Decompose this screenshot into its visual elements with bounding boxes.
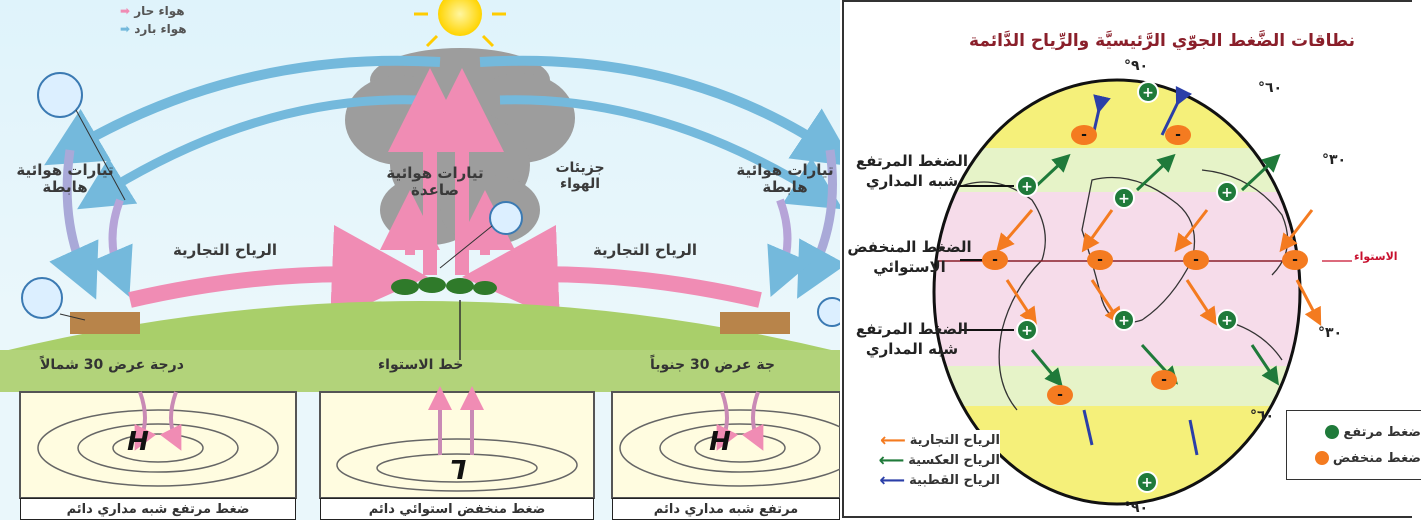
desert-north-icon: [70, 312, 140, 334]
wind-legend-label: الرياح القطبية: [909, 472, 1000, 488]
hot-air-arrow-icon: ➡: [120, 4, 131, 18]
svg-text:-: -: [1057, 387, 1063, 403]
latitude-30-north-label: درجة عرض 30 شمالاً: [40, 357, 184, 373]
wind-legend-item: الرياح التجارية⟵: [850, 429, 1000, 451]
pressure-dot-icon: [1314, 451, 1329, 465]
svg-text:+: +: [1141, 475, 1153, 491]
wind-legend-label: الرياح التجارية: [909, 432, 1000, 448]
latitude-90-north: ٩٠°: [1124, 58, 1149, 74]
pressure-dot-icon: [1325, 425, 1340, 439]
svg-text:+: +: [1142, 85, 1154, 101]
svg-text:+: +: [1021, 179, 1033, 195]
equator-label: خط الاستواء: [378, 357, 464, 373]
latitude-90-south: ٩٠°: [1124, 500, 1149, 516]
desert-south-icon: [720, 312, 790, 334]
svg-text:+: +: [1118, 191, 1130, 207]
latitude-30-south: ٣٠°: [1318, 325, 1343, 341]
air-particles-label: جزيئات الهواء: [555, 160, 605, 193]
wind-legend-item: الرياح العكسية⟵: [850, 449, 1000, 471]
wind-legend-item: الرياح القطبية⟵: [850, 469, 1000, 491]
descending-currents-left-label: تيارات هوائية هابطة: [16, 161, 114, 197]
latitude-60-south: ٦٠°: [1250, 408, 1275, 424]
equator-tag: الاستواء: [1354, 250, 1398, 263]
latitude-30-south-label: جة عرض 30 جنوباً: [650, 357, 775, 373]
svg-text:-: -: [1161, 372, 1167, 388]
svg-text:-: -: [1081, 127, 1087, 143]
svg-text:-: -: [992, 252, 998, 268]
wind-legend-label: الرياح العكسية: [908, 452, 1000, 468]
caption-subtropical-high-north: ضغط مرتفع شبه مداري دائم: [20, 498, 296, 520]
svg-text:-: -: [1193, 252, 1199, 268]
low-pressure-symbol: L: [449, 452, 467, 483]
caption-equatorial-low: ضغط منخفض استوائي دائم: [320, 498, 594, 520]
descending-currents-right-label: تيارات هوائية هابطة: [736, 161, 834, 197]
sun-icon: [414, 0, 506, 48]
pressure-legend: ضغط مرتفع ضغط منخفض: [1286, 410, 1421, 480]
high-pressure-symbol-1: H: [127, 427, 149, 457]
legend-cold-air: هواء بارد ➡: [120, 22, 187, 36]
pressure-legend-label: ضغط مرتفع: [1343, 424, 1421, 440]
latitude-60-north: ٦٠°: [1258, 80, 1283, 96]
trade-winds-left-label: الرياح التجارية: [172, 241, 278, 259]
svg-text:+: +: [1221, 185, 1233, 201]
circulation-drawing: [0, 0, 840, 499]
cold-air-arrow-icon: ➡: [120, 22, 131, 36]
wind-legend: الرياح التجارية⟵الرياح العكسية⟵الرياح ال…: [850, 429, 1000, 491]
svg-text:+: +: [1021, 323, 1033, 339]
high-pressure-symbol-2: H: [709, 427, 731, 457]
diagram-frame: [842, 0, 1412, 518]
air-particles-icon: [21, 72, 840, 327]
wind-arrow-icon: ⟵: [879, 429, 906, 451]
svg-text:-: -: [1097, 252, 1103, 268]
svg-text:+: +: [1221, 313, 1233, 329]
legend-hot-air: هواء حار ➡: [120, 4, 185, 18]
high-pressure-markers: + + + + + + + +: [1016, 81, 1238, 493]
pressure-legend-item: ضغط مرتفع: [1291, 419, 1421, 445]
low-pressure-markers: - - - - - - - -: [982, 125, 1308, 405]
svg-text:-: -: [1292, 252, 1298, 268]
caption-subtropical-high-south: مرتفع شبه مداري دائم: [612, 498, 840, 520]
diagram-title: نطاقات الضَّغط الجوّي الرَّئيسيَّة والرِ…: [969, 31, 1355, 51]
pressure-belts-diagram: نطاقات الضَّغط الجوّي الرَّئيسيَّة والرِ…: [842, 0, 1421, 520]
equatorial-low-label: الضغط المنخفض الاستوائي: [847, 238, 972, 276]
pressure-legend-label: ضغط منخفض: [1332, 450, 1421, 466]
subtropical-high-south-label: الضغط المرتفع شبه المداري: [855, 320, 969, 358]
latitude-30-north: ٣٠°: [1322, 152, 1347, 168]
wind-arrow-icon: ⟵: [878, 449, 905, 471]
svg-text:-: -: [1175, 127, 1181, 143]
ascending-currents-label: تيارات هوائية صاعدة: [386, 164, 484, 200]
subtropical-high-north-label: الضغط المرتفع شبه المداري: [855, 152, 969, 190]
circulation-illustration: هواء حار ➡ هواء بارد ➡ تيارات هوائية هاب…: [0, 0, 840, 520]
wind-arrow-icon: ⟵: [879, 469, 906, 491]
rainforest-icon: [391, 277, 497, 295]
svg-text:+: +: [1118, 313, 1130, 329]
pressure-legend-item: ضغط منخفض: [1291, 445, 1421, 471]
trade-winds-right-label: الرياح التجارية: [592, 241, 698, 259]
